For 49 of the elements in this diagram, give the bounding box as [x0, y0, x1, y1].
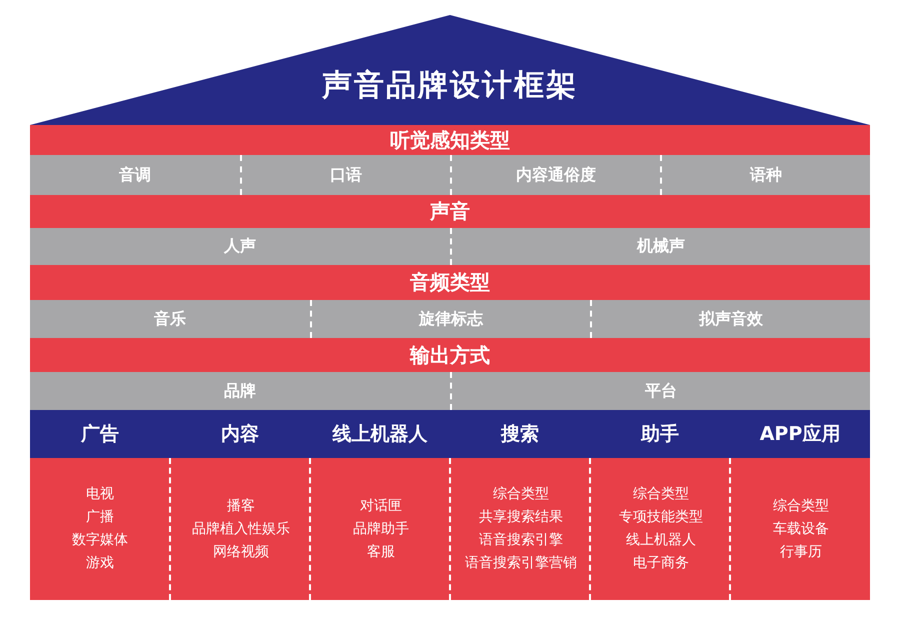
- category-cell: 语种: [660, 155, 870, 195]
- column-header: 助手: [590, 410, 730, 458]
- category-cell: 品牌: [30, 372, 450, 410]
- category-cell: 机械声: [450, 228, 870, 265]
- category-cell: 口语: [240, 155, 450, 195]
- section-band: 输出方式: [30, 338, 870, 372]
- category-column: [590, 410, 730, 600]
- category-cell: 音乐: [30, 300, 310, 338]
- list-item: 行事历: [780, 542, 822, 562]
- list-item: 播客: [227, 496, 255, 516]
- list-item: 广播: [86, 508, 114, 527]
- category-column: [730, 410, 870, 600]
- category-cell: 旋律标志: [310, 300, 590, 338]
- list-item: 车载设备: [773, 520, 829, 538]
- section-band: 声音: [30, 195, 870, 228]
- category-cell: 平台: [450, 372, 870, 410]
- column-header: 线上机器人: [310, 410, 450, 458]
- category-cell: 人声: [30, 228, 450, 265]
- list-item: 语音搜索引擎营销: [465, 554, 577, 573]
- column-header: APP应用: [730, 410, 870, 458]
- list-item: 线上机器人: [626, 531, 696, 550]
- column-header: 广告: [30, 410, 170, 458]
- category-cell: 拟声音效: [590, 300, 870, 338]
- list-item: 综合类型: [493, 485, 549, 504]
- list-item: 综合类型: [773, 496, 829, 516]
- section-band: 听觉感知类型: [30, 125, 870, 155]
- list-item: 游戏: [86, 554, 114, 573]
- list-item: 网络视频: [213, 542, 269, 562]
- category-column: [30, 410, 170, 600]
- list-item: 数字媒体: [72, 531, 128, 550]
- list-item: 专项技能类型: [619, 508, 703, 527]
- category-column: [450, 410, 590, 600]
- list-item: 语音搜索引擎: [479, 531, 563, 550]
- column-header: 搜索: [450, 410, 590, 458]
- section-band: 音频类型: [30, 265, 870, 300]
- list-item: 对话匣: [360, 496, 402, 516]
- list-item: 电子商务: [633, 554, 689, 573]
- category-column: [170, 410, 310, 600]
- list-item: 电视: [86, 485, 114, 504]
- category-cell: 音调: [30, 155, 240, 195]
- list-item: 综合类型: [633, 485, 689, 504]
- category-column: [310, 410, 450, 600]
- list-item: 共享搜索结果: [479, 508, 563, 527]
- diagram-title: 声音品牌设计框架: [321, 67, 579, 105]
- list-item: 客服: [367, 542, 395, 562]
- column-header: 内容: [170, 410, 310, 458]
- category-cell: 内容通俗度: [450, 155, 660, 195]
- list-item: 品牌植入性娱乐: [192, 520, 290, 538]
- list-item: 品牌助手: [353, 520, 409, 538]
